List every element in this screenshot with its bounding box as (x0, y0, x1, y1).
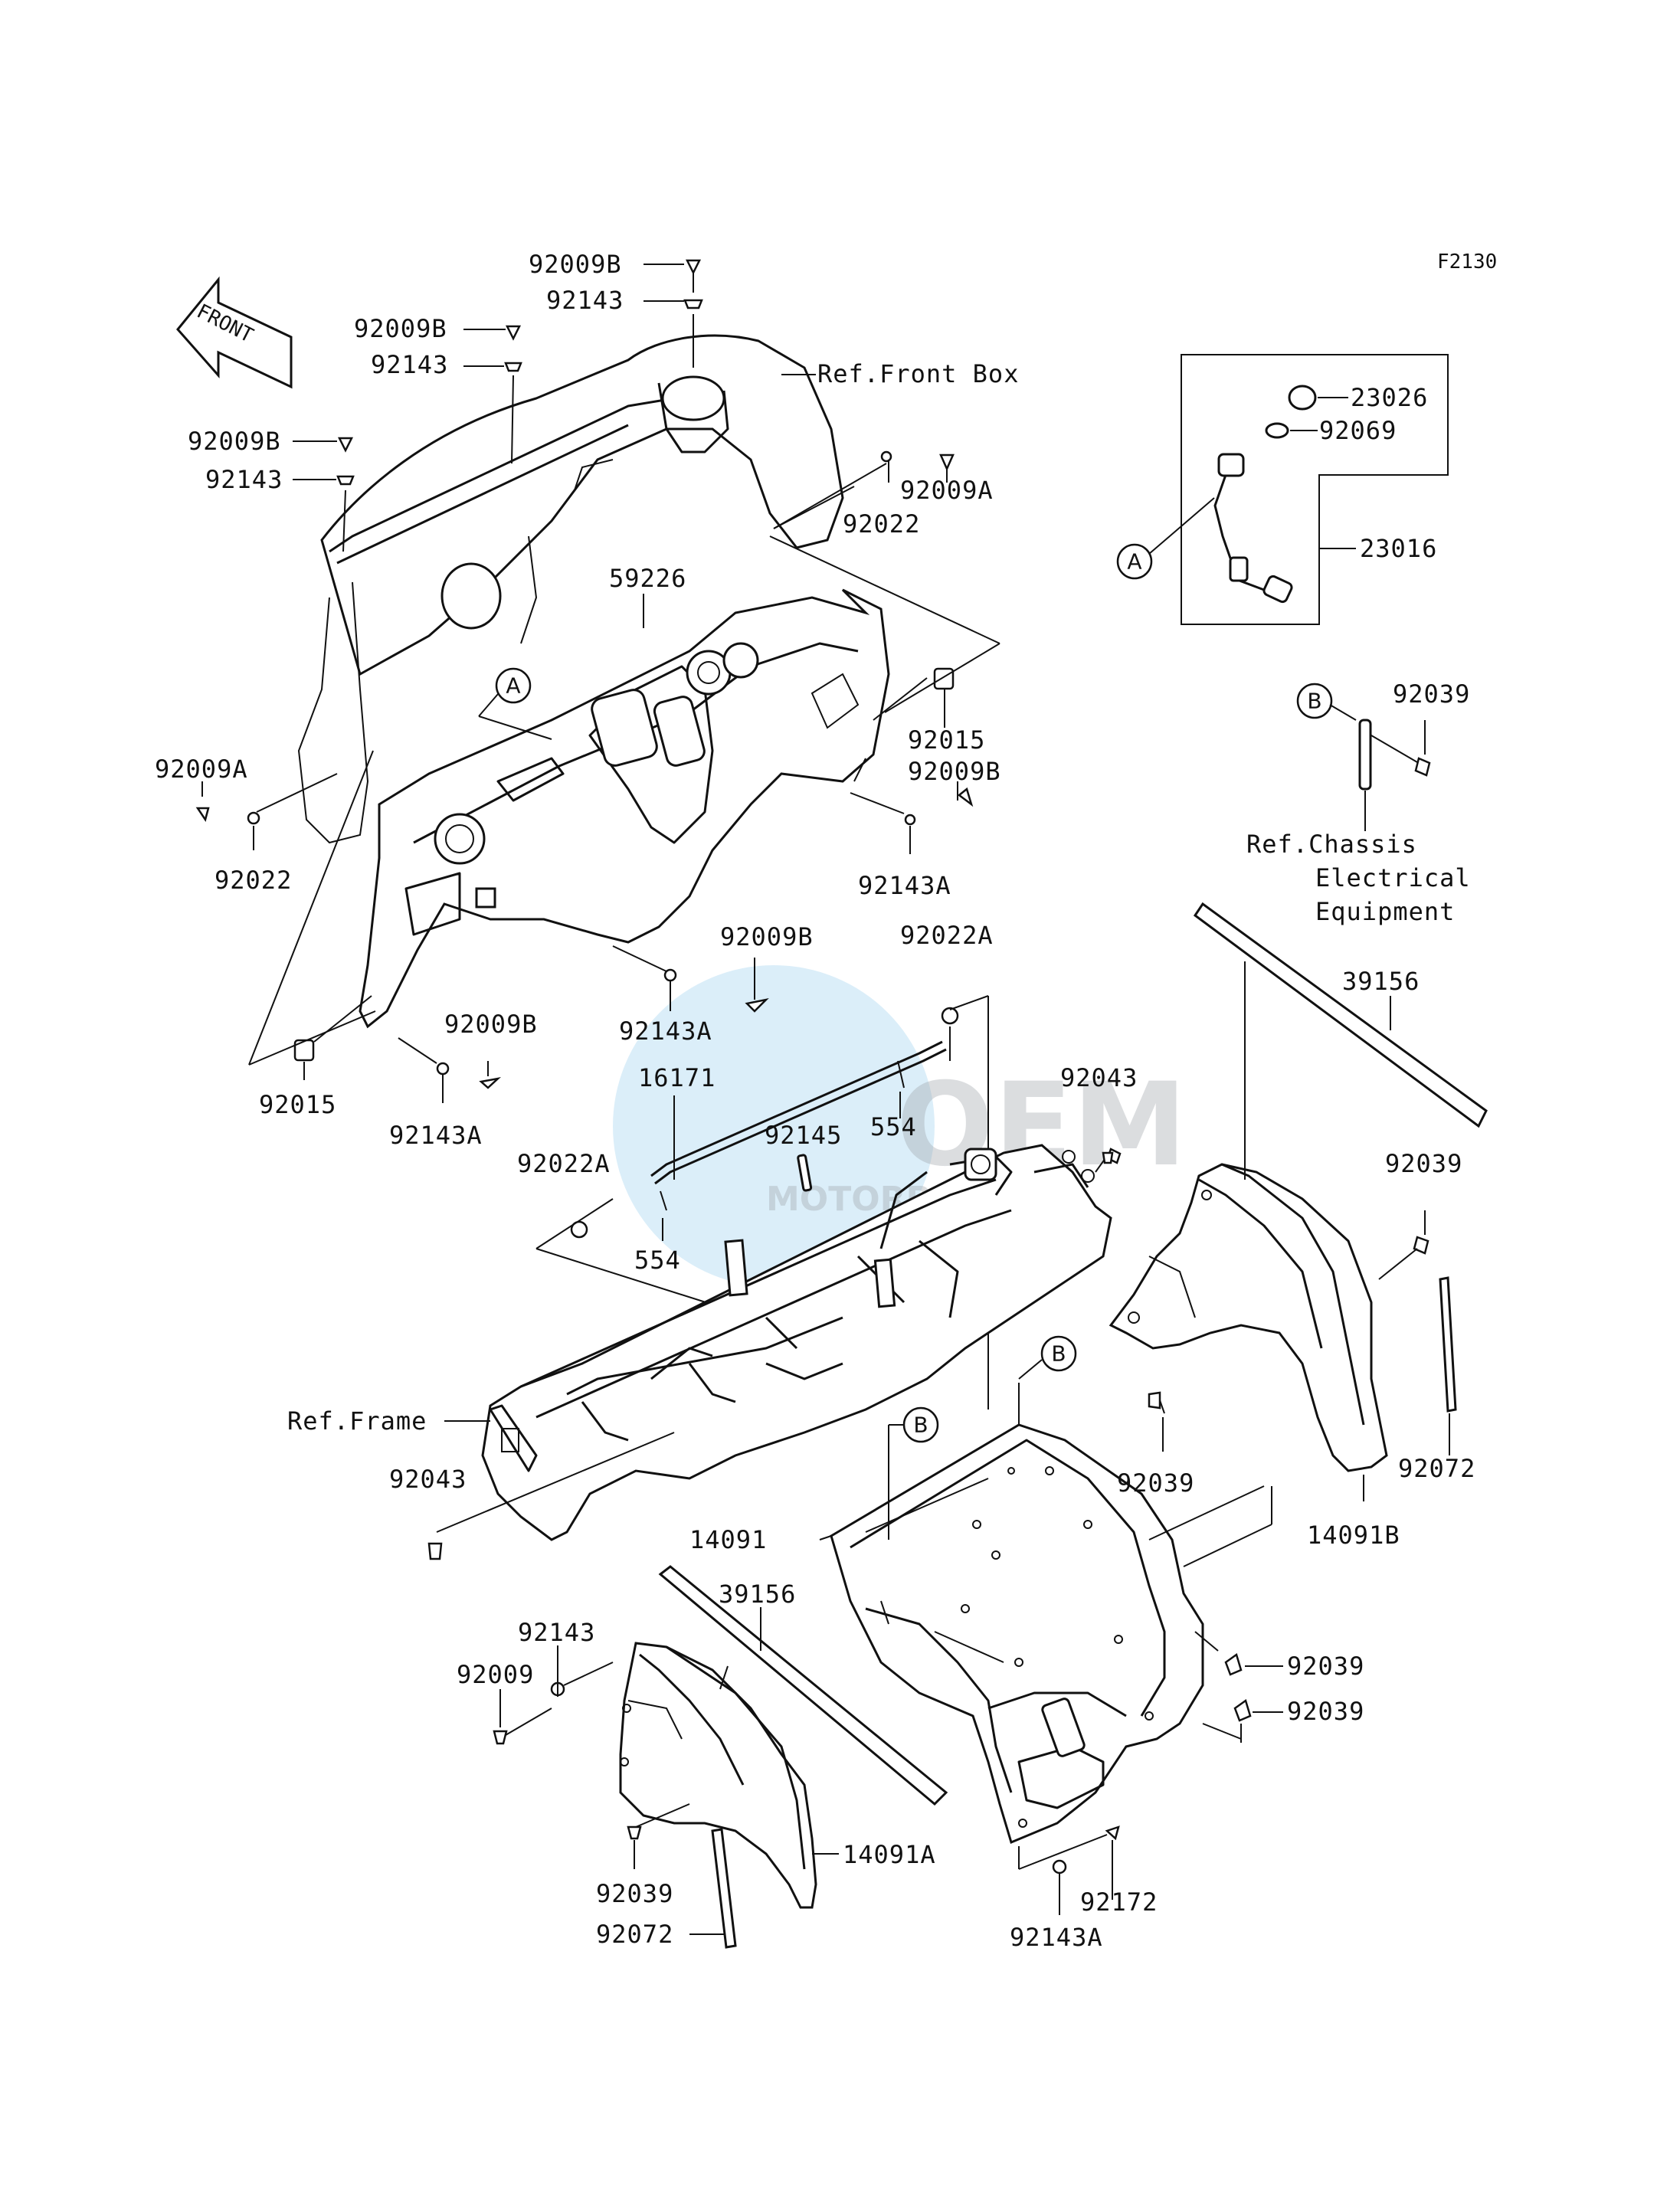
callout-b-upper-label: B (1051, 1341, 1066, 1367)
label-92009A-left: 92009A (155, 755, 248, 784)
label-92143-top: 92143 (546, 286, 624, 315)
label-92072-low: 92072 (596, 1920, 673, 1949)
label-92009B-right: 92009B (908, 757, 1001, 786)
label-92015-right: 92015 (908, 725, 985, 755)
label-14091B: 14091B (1307, 1521, 1400, 1550)
callout-a-inset-label: A (1127, 549, 1141, 575)
label-92143A-low: 92143A (389, 1121, 483, 1150)
label-92143-low: 92143 (518, 1618, 595, 1647)
front-cover-assembly (297, 334, 890, 1029)
figure-code: F2130 (1437, 250, 1497, 273)
label-92009B-mid: 92009B (720, 922, 814, 951)
callout-b-electrical: B (1296, 683, 1431, 831)
label-92043-low: 92043 (389, 1465, 467, 1494)
label-92143A-bottom: 92143A (1010, 1923, 1103, 1952)
label-92043-top: 92043 (1060, 1063, 1138, 1092)
label-ref-chassis-3: Equipment (1315, 897, 1455, 926)
fender-14091A (493, 1642, 839, 1949)
label-ref-chassis-2: Electrical (1315, 863, 1471, 892)
frame-assembly (427, 1144, 1114, 1560)
label-92009B-3: 92009B (188, 427, 281, 456)
label-92039-b: 92039 (1393, 679, 1470, 709)
label-92039-r2: 92039 (1287, 1697, 1364, 1726)
label-ref-front-box: Ref.Front Box (817, 359, 1019, 388)
callout-b-markers: B B (889, 1335, 1077, 1443)
strip-39156-right (1193, 902, 1488, 1128)
label-92039-r1: 92039 (1287, 1652, 1364, 1681)
callout-a-label: A (506, 673, 520, 699)
label-92022-left: 92022 (215, 866, 292, 895)
label-59226: 59226 (609, 564, 686, 593)
label-92039-right: 92039 (1385, 1149, 1462, 1178)
label-92039-low: 92039 (596, 1879, 673, 1908)
label-39156-right: 39156 (1342, 967, 1420, 996)
label-ref-chassis-1: Ref.Chassis (1246, 830, 1417, 859)
front-arrow-icon: FRONT (176, 276, 293, 389)
label-554-left: 554 (634, 1246, 681, 1275)
fastener-group-top (195, 259, 974, 1103)
label-92143A-mid: 92143A (619, 1017, 712, 1046)
label-ref-frame: Ref.Frame (287, 1406, 427, 1436)
label-92172: 92172 (1080, 1888, 1158, 1917)
label-92009B-2: 92009B (354, 314, 447, 343)
label-92009-low: 92009 (457, 1660, 534, 1689)
label-92069: 92069 (1319, 416, 1397, 445)
label-92009A-right: 92009A (900, 476, 994, 505)
callout-a-dash: A (478, 667, 552, 740)
underguard-14091 (819, 1383, 1272, 1845)
strip-39156-left (658, 1565, 1004, 1806)
label-92072-right: 92072 (1398, 1454, 1475, 1483)
label-92022A-top: 92022A (900, 921, 994, 950)
label-92009B-low: 92009B (444, 1010, 538, 1039)
label-92143-3: 92143 (205, 465, 283, 494)
label-92022A-left: 92022A (517, 1149, 611, 1178)
label-92143-2: 92143 (371, 350, 448, 379)
fasteners-underguard (1018, 1391, 1283, 1915)
assembly-leader-lines (248, 486, 1000, 1066)
label-92009B-top: 92009B (529, 250, 622, 279)
inset-box-switch: A (1116, 354, 1449, 625)
label-14091: 14091 (689, 1525, 767, 1554)
label-14091A: 14091A (843, 1840, 936, 1869)
fender-14091B (1109, 961, 1457, 1501)
label-554-right: 554 (870, 1112, 917, 1141)
label-92039-mid: 92039 (1117, 1468, 1194, 1498)
label-16171: 16171 (638, 1063, 716, 1092)
label-39156-left: 39156 (719, 1580, 796, 1609)
label-92015-left: 92015 (259, 1090, 336, 1119)
label-92145: 92145 (765, 1121, 842, 1150)
label-23016: 23016 (1360, 534, 1437, 563)
label-23026: 23026 (1351, 383, 1428, 412)
callout-b-label: B (1307, 689, 1321, 714)
part-labels: 92009B 92143 92009B 92143 92009B 92143 R… (155, 250, 1475, 1952)
callout-b-lower-label: B (913, 1413, 928, 1438)
label-92143A-right: 92143A (858, 871, 951, 900)
label-92022-right: 92022 (843, 509, 920, 539)
